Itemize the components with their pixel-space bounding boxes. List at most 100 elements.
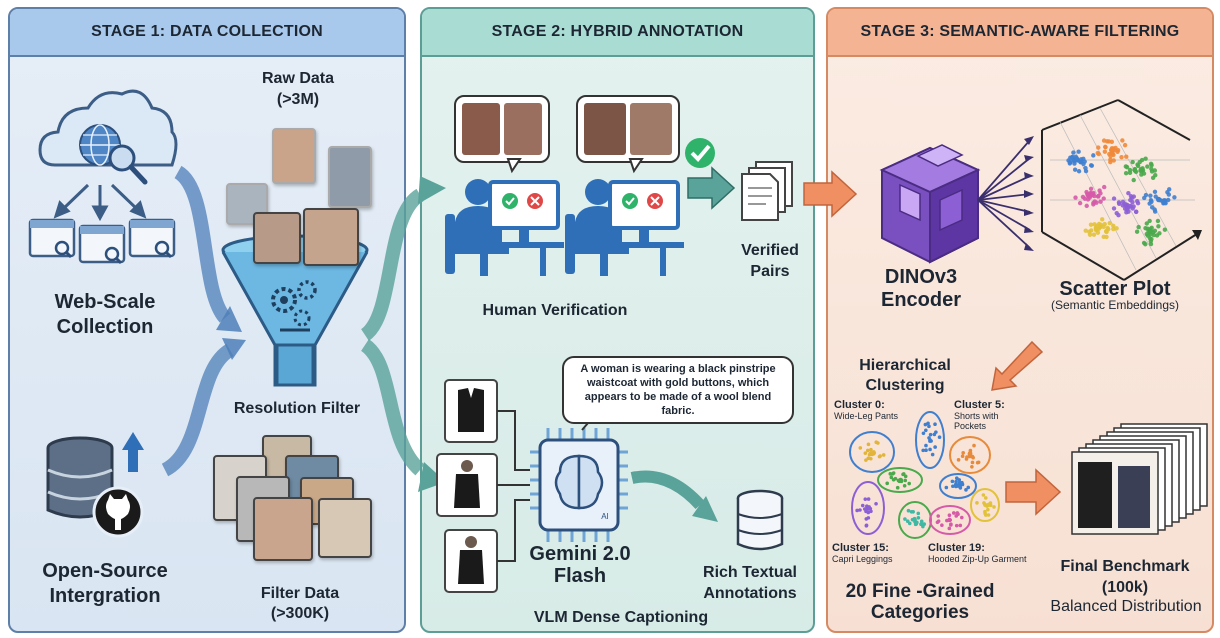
cluster-point — [866, 516, 871, 520]
cluster-point — [947, 517, 952, 522]
scatter-point — [1108, 147, 1114, 153]
cluster-point — [903, 474, 908, 479]
scatter-point — [1074, 158, 1079, 163]
scatter-point — [1097, 188, 1102, 193]
vlm-caption-bubble: A woman is wearing a black pinstripe wai… — [562, 356, 794, 424]
cluster-point — [919, 522, 923, 527]
scatter-point — [1144, 221, 1149, 226]
scatter-point — [1114, 226, 1119, 231]
cluster5-desc-2: Pockets — [954, 421, 987, 431]
cluster-point — [858, 508, 862, 512]
cluster-point — [903, 478, 908, 483]
scatter-plot-subtitle: (Semantic Embeddings) — [1050, 298, 1180, 312]
cube-encoder-icon — [879, 144, 981, 264]
cluster-point — [958, 523, 963, 528]
cluster-ellipse — [851, 481, 885, 535]
scatter-point — [1100, 217, 1105, 222]
cluster-point — [956, 484, 960, 488]
resolution-filter-label: Resolution Filter — [233, 400, 361, 417]
web-to-funnel-arrow — [173, 165, 231, 323]
dino-label-line2: Encoder — [880, 289, 962, 311]
cluster-point — [933, 422, 937, 427]
document-stack-icon — [741, 161, 793, 221]
cluster-point — [866, 442, 871, 447]
scatter-point — [1134, 229, 1140, 234]
scatter-point — [1067, 160, 1073, 165]
gemini-label-line2: Flash — [553, 565, 607, 587]
scatter-point — [1126, 191, 1131, 196]
cluster-point — [983, 511, 987, 516]
scatter-point — [1088, 186, 1094, 191]
scatter-point — [1143, 156, 1148, 161]
scatter-point — [1152, 228, 1158, 233]
scatter-point — [1135, 200, 1141, 206]
scatter-point — [1091, 232, 1097, 237]
cluster-point — [968, 453, 972, 457]
benchmark-figure — [1118, 466, 1150, 528]
browser-window-icon — [28, 218, 176, 265]
cluster19-desc: Hooded Zip-Up Garment — [928, 554, 1027, 564]
cluster-point — [949, 523, 953, 527]
scatter-plot-label: Scatter Plot — [1059, 278, 1171, 300]
cluster15-title: Cluster 15: — [832, 542, 889, 554]
scatter-point — [1138, 168, 1144, 173]
scatter-point — [1085, 191, 1090, 197]
opensource-to-funnel-arrow — [161, 343, 235, 477]
gemini-label-line1: Gemini 2.0 — [529, 543, 631, 565]
scatter-point — [1088, 222, 1094, 227]
to-final-arrow — [1005, 468, 1062, 516]
cluster-point — [916, 511, 921, 516]
scatter-point — [1122, 201, 1127, 207]
cluster0-desc: Wide-Leg Pants — [834, 411, 899, 421]
cluster-point — [915, 520, 919, 525]
cluster-point — [872, 451, 877, 455]
scatter-point — [1111, 158, 1116, 163]
person-at-computer-icon — [565, 179, 684, 276]
cluster-point — [866, 497, 871, 501]
pairs-label: Pairs — [750, 263, 790, 280]
scatter-point — [1095, 230, 1101, 235]
dino-label-line1: DINOv3 — [884, 266, 958, 288]
scatter-point — [1104, 234, 1109, 240]
cluster-point — [975, 460, 980, 465]
clothing-thumbnail — [444, 379, 498, 443]
cluster19-title: Cluster 19: — [928, 542, 985, 554]
cluster-point — [933, 445, 937, 449]
cluster-point — [855, 508, 859, 513]
raw-image-thumbnail — [303, 208, 359, 266]
scatter-point — [1081, 156, 1086, 162]
cluster-point — [893, 476, 898, 481]
scatter-point — [1076, 169, 1082, 174]
cluster-point — [992, 505, 996, 509]
cluster-point — [869, 451, 873, 456]
cluster-point — [964, 457, 969, 461]
open-source-label: Open-Source — [42, 560, 168, 582]
scatter-point — [1145, 233, 1151, 238]
categories-line2: Categories — [870, 602, 970, 623]
scatter-point — [1155, 218, 1161, 224]
cluster-point — [956, 458, 961, 462]
scatter-point — [1095, 150, 1100, 156]
scatter-point — [1162, 227, 1168, 232]
scatter-point — [1077, 200, 1083, 206]
verified-check-icon — [685, 138, 715, 168]
cluster-point — [895, 485, 900, 490]
cluster-ellipse — [939, 473, 977, 499]
cluster-point — [885, 481, 889, 486]
scatter-point — [1141, 240, 1147, 246]
cluster-point — [869, 447, 873, 452]
filter-data-label: Filter Data — [260, 585, 340, 602]
scatter-point — [1087, 195, 1092, 200]
cluster-point — [926, 421, 930, 426]
cluster-ellipses — [849, 411, 1000, 539]
cluster-point — [983, 503, 987, 507]
scatter-point — [1083, 165, 1088, 171]
cluster-ellipse — [949, 436, 991, 474]
scatter-point — [1149, 205, 1155, 210]
scatter-point — [1083, 228, 1088, 233]
funnel-to-vlm-arrow — [360, 339, 425, 476]
scatter-point — [1148, 193, 1153, 198]
chip-to-database-arrow — [630, 470, 705, 510]
scatter-point — [1136, 224, 1141, 230]
